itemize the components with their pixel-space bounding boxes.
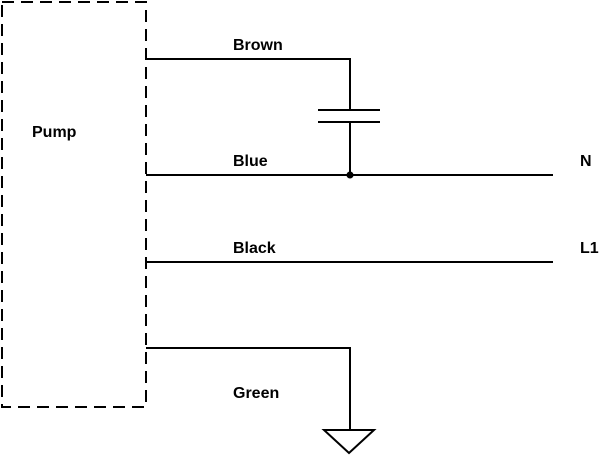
brown-wire bbox=[146, 58, 351, 110]
neutral-terminal-label: N bbox=[580, 153, 592, 170]
pump-enclosure bbox=[1, 1, 147, 408]
line-terminal-label: L1 bbox=[580, 240, 599, 257]
brown-wire-label: Brown bbox=[233, 37, 283, 54]
ground-icon bbox=[321, 429, 377, 455]
green-wire bbox=[146, 347, 351, 430]
capacitor-icon bbox=[318, 109, 380, 123]
black-wire-label: Black bbox=[233, 240, 276, 257]
pump-label: Pump bbox=[32, 124, 77, 141]
green-wire-label: Green bbox=[233, 385, 279, 402]
blue-wire-label: Blue bbox=[233, 153, 268, 170]
junction-dot-icon bbox=[346, 171, 354, 179]
